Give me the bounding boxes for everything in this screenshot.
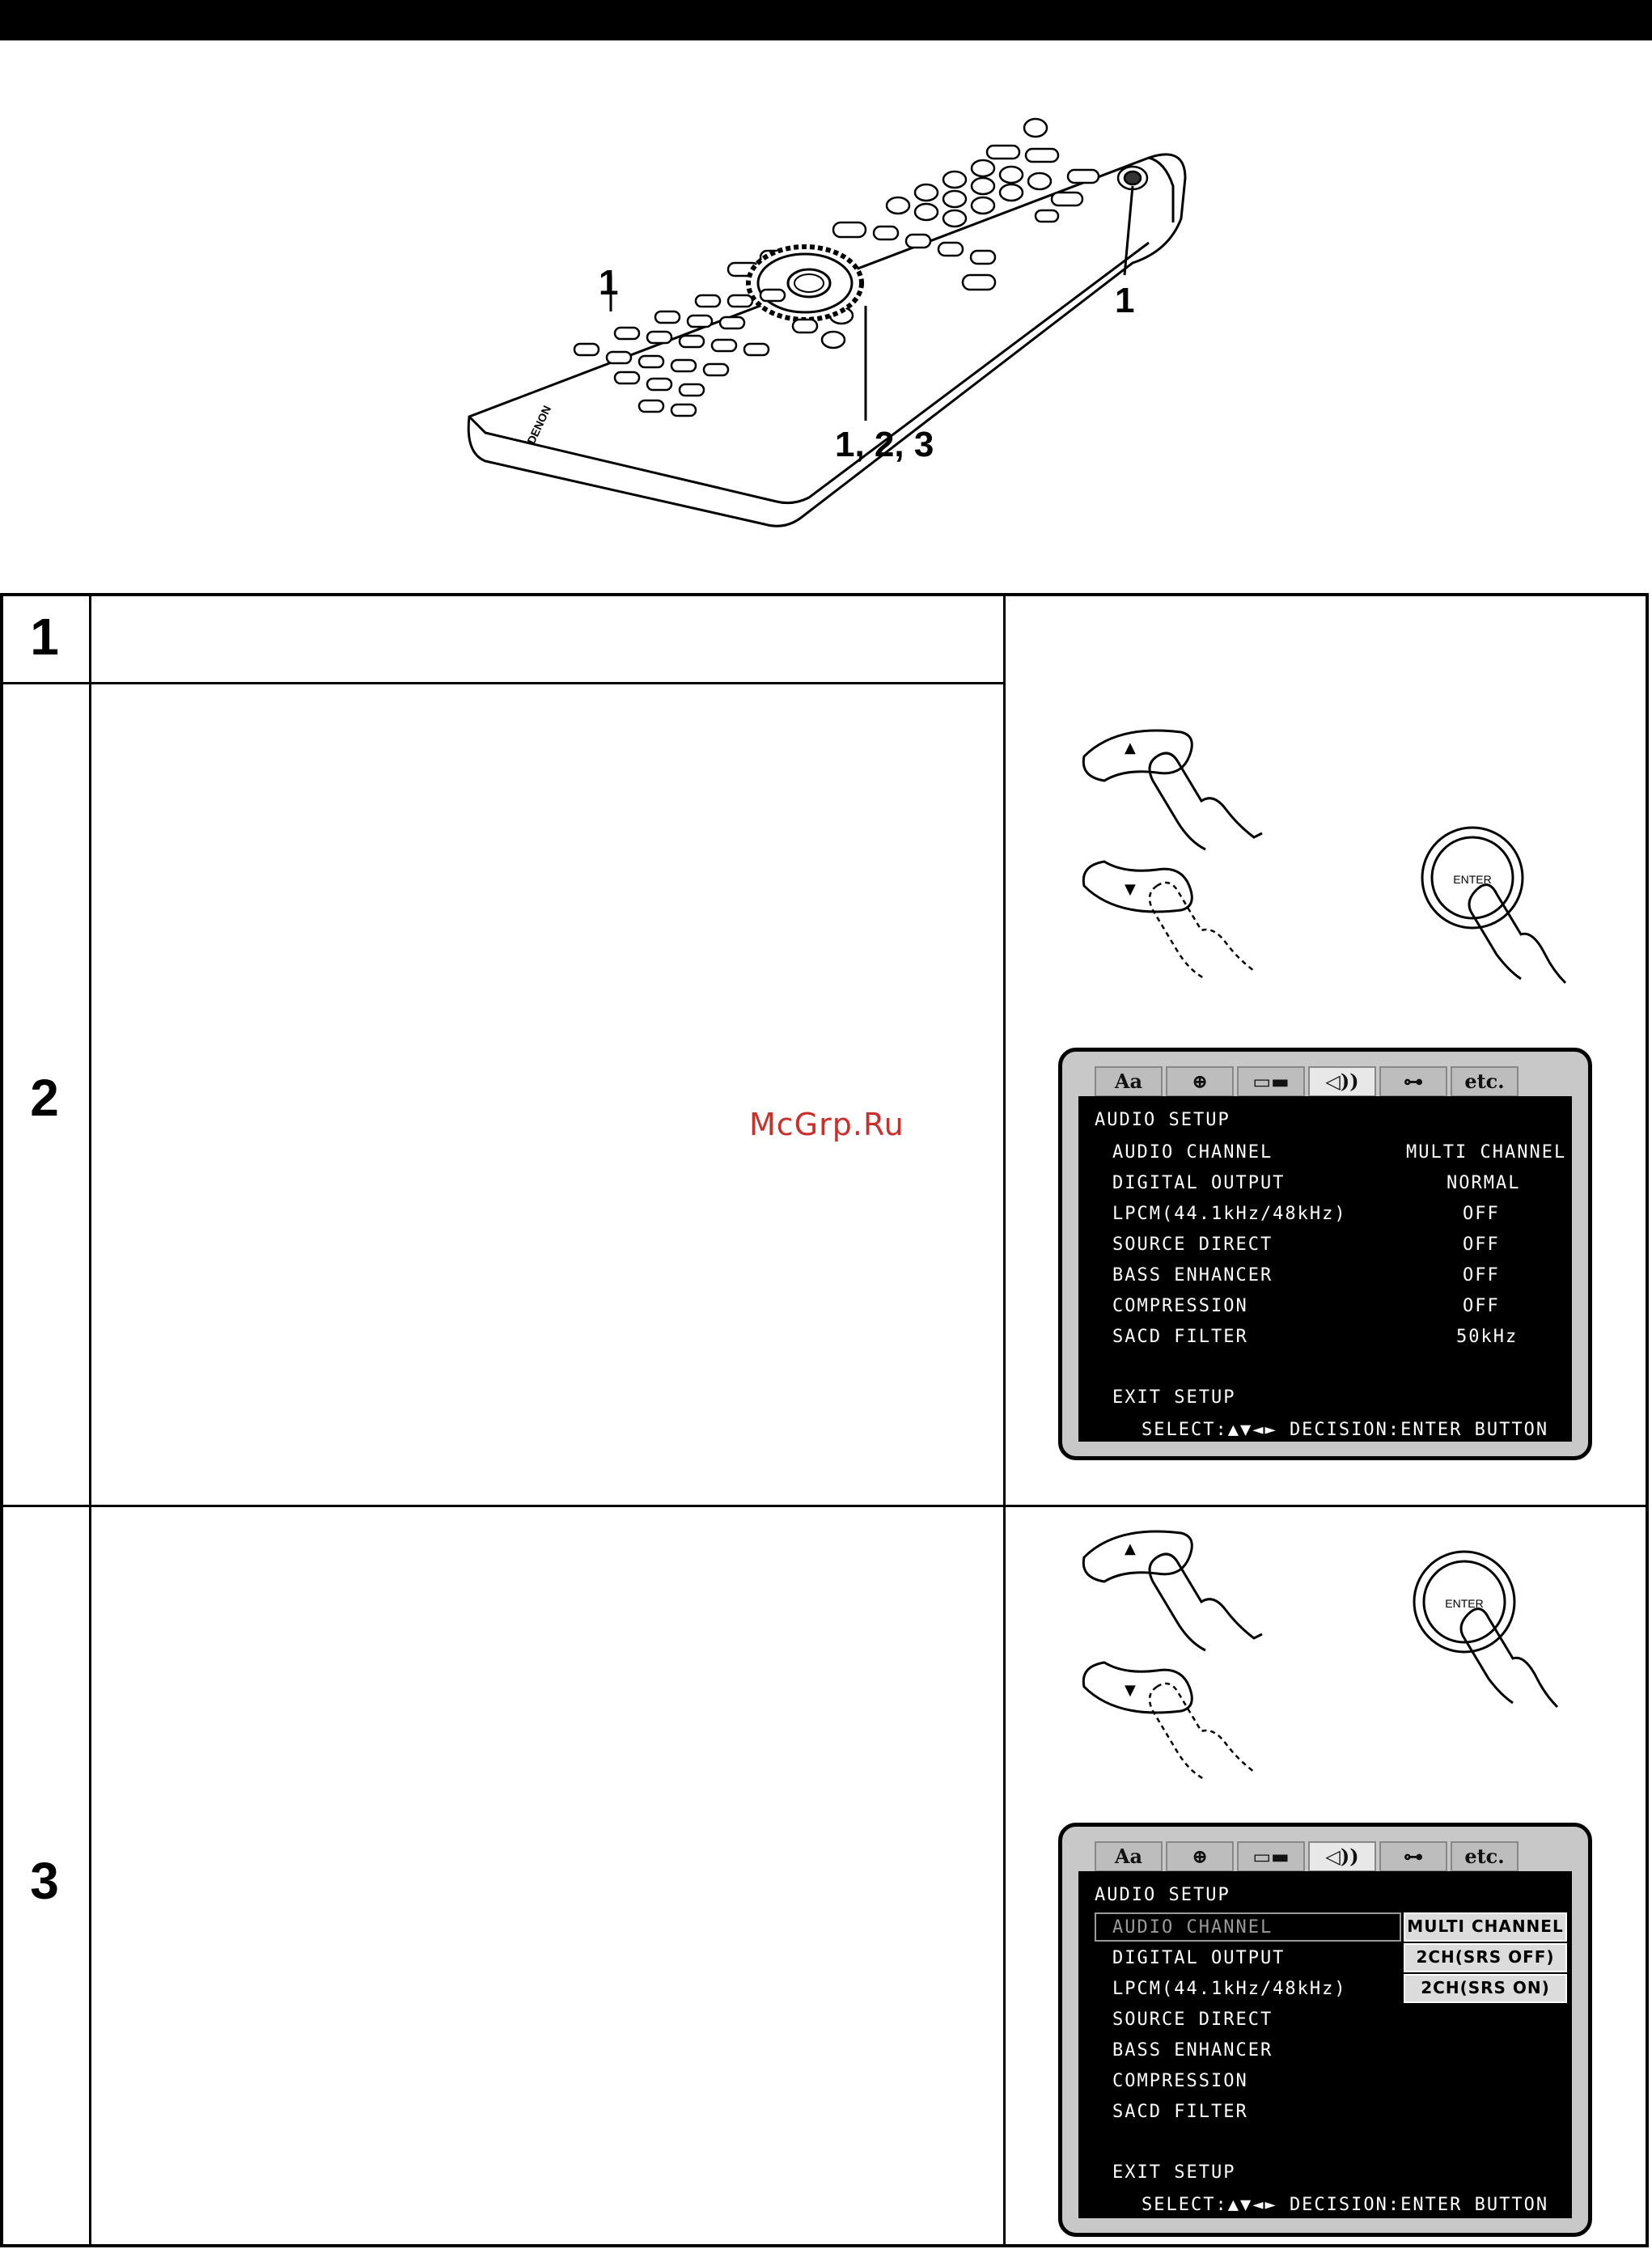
watermark: McGrp.Ru (749, 1107, 904, 1142)
remote-control-illustration: DENON (467, 117, 1187, 527)
osd-heading: AUDIO SETUP (1095, 1110, 1231, 1130)
tab-audio: ◁)) (1308, 1841, 1376, 1872)
menu-value-compression: OFF (1463, 1296, 1500, 1316)
osd-panel (1078, 1096, 1572, 1442)
option-2ch-srs-on: 2CH(SRS ON) (1402, 1972, 1569, 2005)
step-number-3: 3 (30, 1852, 59, 1910)
menu-value-source-direct: OFF (1463, 1235, 1500, 1255)
row-divider-1 (0, 682, 1005, 684)
step-number-1: 1 (30, 608, 59, 666)
step3-buttons-illustration: ▲ ▼ ENTER (1082, 1530, 1559, 1781)
enter-button-label: ENTER (1445, 1597, 1483, 1610)
callout-right: 1 (1115, 281, 1135, 320)
menu-value-lpcm: OFF (1463, 1204, 1500, 1224)
menu-exit-setup: EXIT SETUP (1112, 1387, 1236, 1408)
osd-audio-setup-step3: Aa ⊕ ▭▬ ◁)) ⊶ etc. AUDIO SETUP AUDIO CHA… (1058, 1823, 1592, 2237)
down-arrow-glyph: ▼ (1125, 881, 1136, 898)
step-table (0, 593, 1649, 2247)
step2-buttons-illustration: ▲ ▼ ENTER (1082, 729, 1567, 985)
step-number-2: 2 (30, 1069, 59, 1127)
menu-label-sacd-filter: SACD FILTER (1112, 1327, 1248, 1347)
up-arrow-glyph: ▲ (1125, 739, 1136, 756)
callout-bottom: 1, 2, 3 (835, 425, 934, 464)
tab-picture: ⊕ (1166, 1066, 1234, 1097)
menu-value-audio-channel: MULTI CHANNEL (1406, 1142, 1567, 1163)
menu-value-sacd-filter: 50kHz (1456, 1327, 1519, 1347)
menu-exit-setup: EXIT SETUP (1112, 2162, 1236, 2183)
up-arrow-glyph: ▲ (1125, 1540, 1136, 1557)
menu-label-digital-output: DIGITAL OUTPUT (1112, 1948, 1286, 1968)
osd-heading: AUDIO SETUP (1095, 1885, 1231, 1905)
row-divider-2 (0, 1505, 1649, 1507)
option-multi-channel: MULTI CHANNEL (1402, 1911, 1569, 1943)
enter-button-label: ENTER (1453, 873, 1491, 886)
osd-audio-setup-step2: Aa ⊕ ▭▬ ◁)) ⊶ etc. AUDIO SETUP AUDIO CHA… (1058, 1048, 1592, 1460)
menu-label-source-direct: SOURCE DIRECT (1112, 1235, 1273, 1255)
menu-label-lpcm: LPCM(44.1kHz/48kHz) (1112, 1979, 1347, 1999)
tab-display: ▭▬ (1237, 1066, 1305, 1097)
tab-language: Aa (1095, 1841, 1163, 1872)
table-divider-number-col (89, 593, 91, 2247)
down-arrow-glyph: ▼ (1125, 1682, 1136, 1699)
menu-label-compression: COMPRESSION (1112, 2071, 1248, 2091)
top-black-bar (0, 0, 1652, 40)
tab-audio: ◁)) (1308, 1066, 1376, 1097)
tab-etc: etc. (1451, 1066, 1519, 1097)
menu-label-bass-enhancer: BASS ENHANCER (1112, 1265, 1273, 1285)
callout-left: 1 (599, 263, 619, 303)
menu-label-compression: COMPRESSION (1112, 1296, 1248, 1316)
menu-row-highlight (1095, 1912, 1401, 1942)
table-divider-image-col (1003, 593, 1006, 2247)
menu-label-audio-channel: AUDIO CHANNEL (1112, 1142, 1273, 1163)
osd-footer: SELECT:▲▼◄► DECISION:ENTER BUTTON (1142, 1420, 1549, 1440)
osd-footer: SELECT:▲▼◄► DECISION:ENTER BUTTON (1142, 2195, 1549, 2215)
tab-lock: ⊶ (1379, 1066, 1447, 1097)
tab-etc: etc. (1451, 1841, 1519, 1872)
osd-tabs: Aa ⊕ ▭▬ ◁)) ⊶ etc. (1095, 1066, 1522, 1099)
tab-language: Aa (1095, 1066, 1163, 1097)
tab-picture: ⊕ (1166, 1841, 1234, 1872)
osd-tabs: Aa ⊕ ▭▬ ◁)) ⊶ etc. (1095, 1841, 1522, 1874)
menu-value-bass-enhancer: OFF (1463, 1265, 1500, 1285)
option-2ch-srs-off: 2CH(SRS OFF) (1402, 1942, 1569, 1974)
menu-label-source-direct: SOURCE DIRECT (1112, 2010, 1273, 2030)
menu-label-bass-enhancer: BASS ENHANCER (1112, 2040, 1273, 2061)
tab-display: ▭▬ (1237, 1841, 1305, 1872)
menu-label-lpcm: LPCM(44.1kHz/48kHz) (1112, 1204, 1347, 1224)
menu-label-audio-channel: AUDIO CHANNEL (1112, 1917, 1273, 1938)
tab-lock: ⊶ (1379, 1841, 1447, 1872)
menu-label-digital-output: DIGITAL OUTPUT (1112, 1173, 1286, 1193)
menu-label-sacd-filter: SACD FILTER (1112, 2102, 1248, 2122)
menu-value-digital-output: NORMAL (1447, 1173, 1521, 1193)
